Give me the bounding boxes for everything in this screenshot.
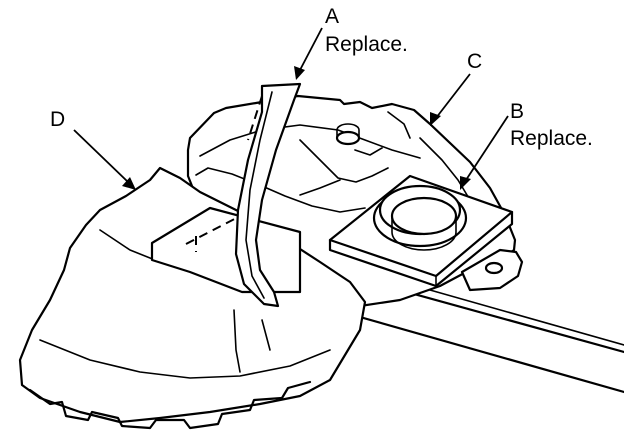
callout-leaders	[73, 27, 509, 190]
gasket-b	[328, 174, 514, 288]
seal-strip-a	[234, 82, 302, 308]
mounting-tab	[460, 248, 524, 292]
callout-d-letter: D	[50, 108, 66, 131]
callout-a-letter: A	[325, 5, 340, 28]
callout-b-letter: B	[510, 100, 525, 123]
callout-b-note: Replace.	[510, 127, 593, 150]
callout-a-note: Replace.	[325, 33, 408, 56]
housing-front	[18, 166, 367, 430]
callout-c-letter: C	[467, 50, 483, 73]
